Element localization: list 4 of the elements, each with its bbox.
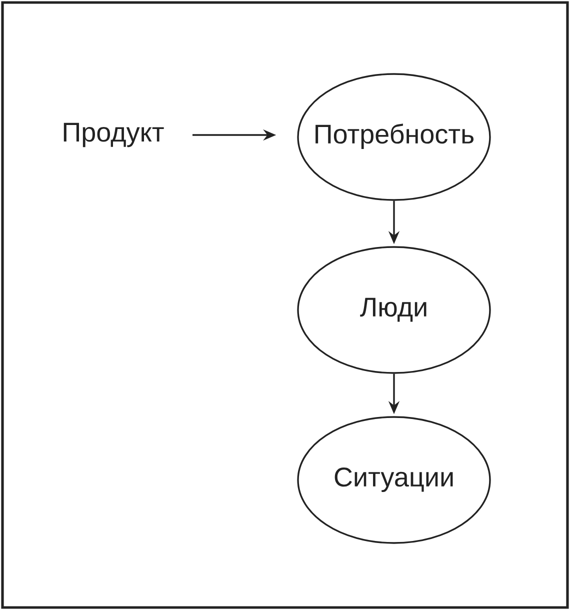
node-label: Продукт <box>64 122 164 148</box>
ellipse-node: Люди <box>297 246 491 374</box>
ellipse-node: Потребность <box>297 73 491 201</box>
ellipse-node: Ситуации <box>297 416 491 544</box>
